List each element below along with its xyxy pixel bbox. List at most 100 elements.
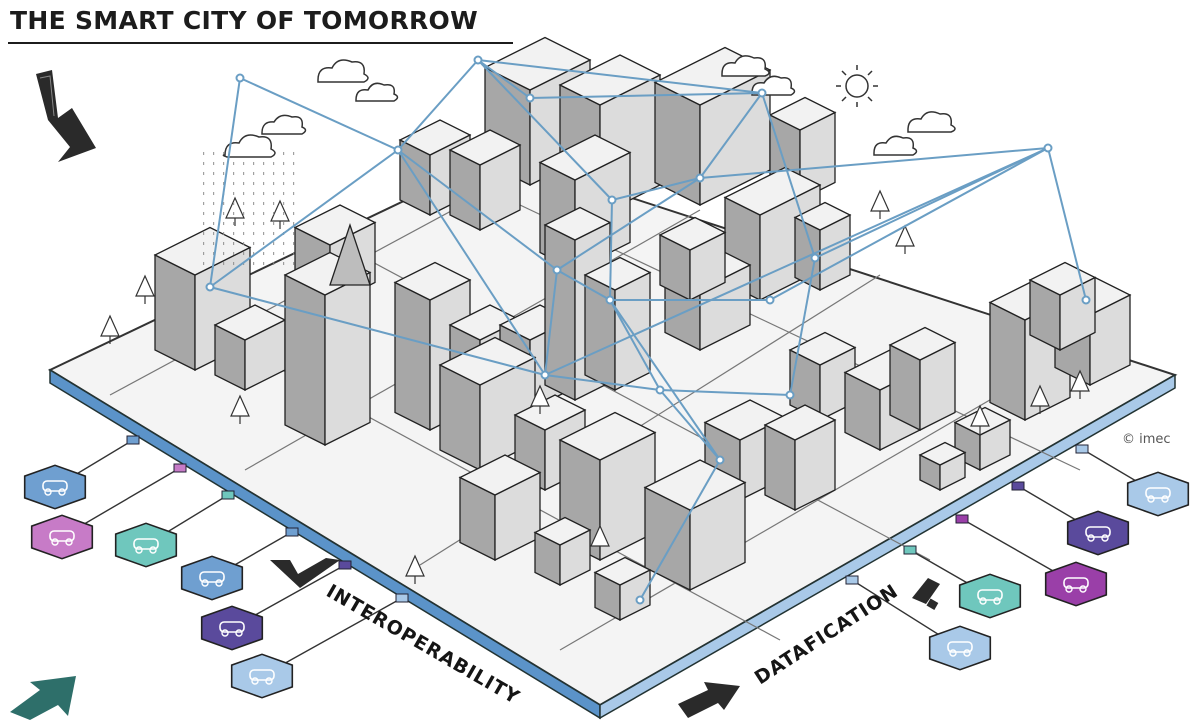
building	[458, 454, 542, 562]
cloud-icon	[261, 114, 307, 135]
sensor-node	[810, 253, 820, 263]
network-link	[1047, 147, 1087, 301]
sensor-node	[607, 195, 617, 205]
cloud-icon	[222, 134, 276, 158]
network-link	[609, 299, 661, 391]
sensor-node	[785, 390, 795, 400]
port-connector	[126, 435, 140, 445]
building	[1028, 261, 1097, 352]
network-link	[761, 92, 816, 259]
building	[448, 129, 522, 232]
network-link	[397, 149, 558, 271]
port-connector	[285, 527, 299, 537]
network-link	[699, 92, 763, 179]
parking-icon	[49, 530, 75, 546]
port-connector	[338, 560, 352, 570]
cloud-icon	[721, 55, 770, 77]
car-hexagon	[23, 435, 140, 510]
exclamation-icon	[912, 578, 940, 610]
sensor-node	[552, 265, 562, 275]
network-link	[611, 177, 701, 201]
sensor-node	[655, 385, 665, 395]
sensor-node	[757, 88, 767, 98]
cloud-icon	[317, 59, 369, 83]
check-mark-icon	[270, 558, 340, 588]
up-arrow-icon	[10, 676, 76, 720]
sensor-node	[205, 282, 215, 292]
sensor-node	[715, 455, 725, 465]
tree-icon	[100, 314, 120, 344]
taxi-icon	[219, 621, 245, 637]
bus-hexagon	[180, 527, 299, 601]
cloud-icon	[907, 111, 956, 133]
network-link	[699, 147, 1049, 179]
service-hexagons	[23, 435, 1190, 699]
network-link	[769, 147, 1049, 301]
delivery-van-hexagon	[955, 514, 1108, 607]
bicycle-icon	[977, 589, 1003, 605]
bus-icon	[199, 571, 225, 587]
port-connector	[1075, 444, 1089, 454]
pedestrians-icon	[947, 641, 973, 657]
cloud-icon	[355, 82, 399, 102]
pedestrians-hexagon	[845, 575, 992, 671]
cloud-icon	[873, 135, 918, 156]
sensor-node	[525, 93, 535, 103]
tree-icon	[870, 189, 890, 219]
network-link	[477, 59, 531, 99]
network-link	[397, 59, 479, 151]
network-link	[556, 269, 611, 301]
network-link	[789, 257, 816, 396]
network-link	[609, 299, 721, 461]
building	[583, 256, 652, 392]
building	[658, 216, 727, 302]
building	[593, 556, 652, 622]
sensor-node	[605, 295, 615, 305]
sensor-node	[235, 73, 245, 83]
taxi-hexagon	[200, 560, 352, 651]
network-link	[544, 269, 558, 376]
building	[643, 459, 747, 592]
port-connector	[395, 593, 409, 603]
sensor-node	[635, 595, 645, 605]
network-link	[556, 177, 701, 271]
network-link	[477, 59, 613, 201]
port-connector	[955, 514, 969, 524]
sensor-node	[540, 370, 550, 380]
tree-icon	[230, 394, 250, 424]
network-link	[659, 389, 721, 461]
scooter-icon	[133, 538, 159, 554]
sensor-network	[205, 55, 1091, 605]
tree-icon	[895, 224, 915, 254]
network-link	[529, 92, 763, 99]
bicycle-hexagon	[903, 545, 1022, 619]
title-underline	[8, 42, 513, 44]
network-link	[209, 149, 399, 288]
tree-icon	[530, 384, 550, 414]
tree-icon	[590, 524, 610, 554]
network-link	[239, 77, 399, 151]
tree-icon	[1070, 369, 1090, 399]
church-spire	[329, 222, 371, 286]
port-connector	[903, 545, 917, 555]
building	[283, 251, 372, 447]
credit-text: © imec	[1122, 432, 1171, 447]
ambulance-icon	[1145, 487, 1171, 503]
port-connector	[173, 463, 187, 473]
bike-hexagon	[230, 593, 409, 699]
network-link	[209, 77, 241, 288]
network-link	[477, 59, 763, 94]
tree-icon	[1030, 384, 1050, 414]
tree-icon	[970, 404, 990, 434]
sensor-node	[1081, 295, 1091, 305]
car-icon	[42, 480, 68, 496]
tree-icon	[135, 274, 155, 304]
building	[888, 326, 957, 432]
truck-icon	[1085, 526, 1111, 542]
building	[533, 516, 592, 587]
bike-icon	[249, 669, 275, 685]
network-link	[609, 199, 613, 301]
delivery-van-icon	[1063, 577, 1089, 593]
